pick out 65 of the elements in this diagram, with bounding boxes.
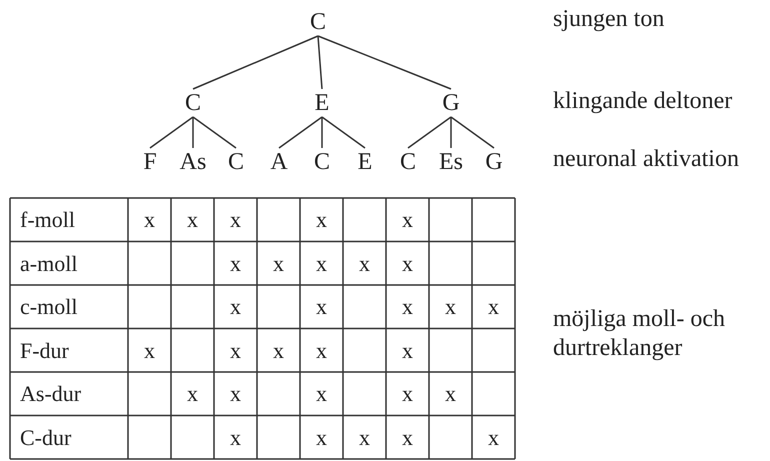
mark: x bbox=[402, 336, 413, 364]
tree-line bbox=[318, 35, 452, 90]
mark: x bbox=[230, 424, 241, 452]
mark: x bbox=[144, 336, 155, 364]
mark: x bbox=[230, 336, 241, 364]
mark: x bbox=[488, 293, 499, 321]
chord-name: C-dur bbox=[20, 424, 72, 452]
mark: x bbox=[316, 380, 327, 408]
row-caption: klingande deltoner bbox=[553, 88, 732, 115]
tree-line bbox=[192, 116, 236, 149]
chord-name: a-moll bbox=[20, 250, 78, 278]
mark: x bbox=[316, 293, 327, 321]
note-letter: As bbox=[173, 147, 213, 177]
tree-line bbox=[192, 117, 194, 148]
chord-name: c-moll bbox=[20, 293, 78, 321]
mark: x bbox=[402, 380, 413, 408]
mark: x bbox=[144, 206, 155, 234]
mark: x bbox=[402, 424, 413, 452]
chord-name: f-moll bbox=[20, 206, 75, 234]
mark: x bbox=[230, 250, 241, 278]
mark: x bbox=[316, 336, 327, 364]
mark: x bbox=[359, 424, 370, 452]
mark: x bbox=[273, 250, 284, 278]
mark: x bbox=[445, 293, 456, 321]
table-caption: möjliga moll- och durtreklanger bbox=[553, 305, 726, 363]
mark: x bbox=[230, 380, 241, 408]
row-caption: sjungen ton bbox=[553, 6, 664, 33]
tree-line bbox=[150, 116, 194, 149]
mark: x bbox=[402, 293, 413, 321]
note-letter: C bbox=[173, 88, 213, 118]
mark: x bbox=[273, 336, 284, 364]
tree-line bbox=[321, 117, 323, 148]
mark: x bbox=[316, 206, 327, 234]
mark: x bbox=[445, 380, 456, 408]
mark: x bbox=[316, 424, 327, 452]
note-letter: C bbox=[302, 147, 342, 177]
mark: x bbox=[316, 250, 327, 278]
note-letter: E bbox=[345, 147, 385, 177]
note-letter: C bbox=[216, 147, 256, 177]
mark: x bbox=[230, 206, 241, 234]
mark: x bbox=[187, 206, 198, 234]
note-letter: G bbox=[474, 147, 514, 177]
tree-line bbox=[450, 117, 452, 148]
tree-line bbox=[317, 36, 323, 90]
tree-line bbox=[322, 116, 366, 149]
chord-name: As-dur bbox=[20, 380, 82, 408]
row-caption: neuronal aktivation bbox=[553, 146, 739, 173]
note-letter: Es bbox=[431, 147, 471, 177]
tree-line bbox=[278, 116, 322, 149]
tree-line bbox=[408, 116, 452, 149]
mark: x bbox=[402, 206, 413, 234]
mark: x bbox=[359, 250, 370, 278]
note-letter: C bbox=[298, 7, 338, 37]
mark: x bbox=[402, 250, 413, 278]
note-letter: A bbox=[259, 147, 299, 177]
note-letter: E bbox=[302, 88, 342, 118]
mark: x bbox=[488, 424, 499, 452]
note-letter: C bbox=[388, 147, 428, 177]
note-letter: G bbox=[431, 88, 471, 118]
tree-line bbox=[450, 116, 494, 149]
note-letter: F bbox=[130, 147, 170, 177]
chord-name: F-dur bbox=[20, 336, 69, 364]
mark: x bbox=[230, 293, 241, 321]
mark: x bbox=[187, 380, 198, 408]
tree-line bbox=[192, 35, 318, 90]
